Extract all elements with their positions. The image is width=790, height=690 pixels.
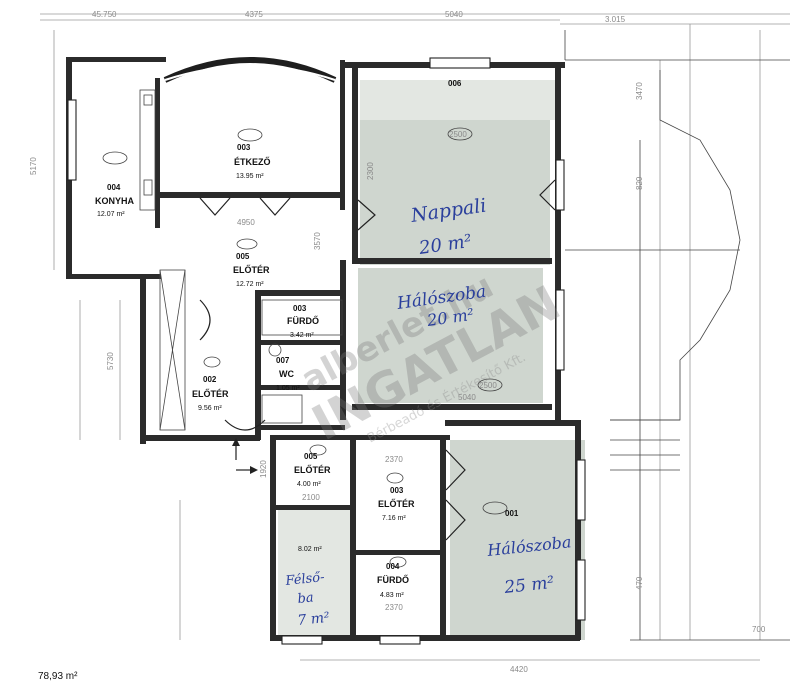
room-005b-number: 005 — [304, 452, 318, 461]
hand-galeria-1: Félső- — [284, 570, 325, 589]
dim-left-height: 5170 — [29, 157, 38, 175]
room-gallery-area: 8.02 m² — [298, 546, 322, 553]
room-002-area: 9.56 m² — [198, 405, 222, 412]
room-003-area: 13.95 m² — [236, 173, 264, 180]
dim-left-lower: 5730 — [106, 352, 115, 370]
room-001-number: 001 — [505, 509, 519, 518]
total-area: 78,93 m² — [38, 671, 78, 682]
room-004b-number: 004 — [386, 562, 400, 571]
room-003b-number: 003 — [293, 304, 307, 313]
room-004-number: 004 — [107, 183, 121, 192]
room-004b-area: 4.83 m² — [380, 592, 404, 599]
ceiling-markers — [102, 127, 508, 568]
room-007-number: 007 — [276, 356, 290, 365]
kitchen-fixtures — [139, 89, 343, 431]
dim-right-700: 700 — [752, 625, 766, 634]
dim-right-3470: 3470 — [635, 82, 644, 100]
windows — [67, 57, 586, 645]
room-003c-number: 003 — [390, 486, 404, 495]
room-005a-number: 005 — [236, 252, 250, 261]
dim-bot-2370: 2370 — [385, 603, 403, 612]
dim-right-470: 470 — [635, 576, 644, 590]
dim-right-820: 820 — [635, 176, 644, 190]
room-005b-name: ELŐTÉR — [294, 464, 331, 475]
room-002-number: 002 — [203, 375, 217, 384]
dimension-lines — [40, 13, 790, 661]
dim-mid-3570: 3570 — [313, 232, 322, 250]
room-003b-name: FÜRDŐ — [287, 315, 319, 326]
room-003c-area: 7.16 m² — [382, 515, 406, 522]
dim-mid-2370: 2370 — [385, 455, 403, 464]
terrace-outline — [564, 30, 790, 641]
dim-top-middle: 4375 — [245, 10, 263, 19]
dim-top-left: 45.750 — [92, 10, 117, 19]
dim-mid-2300: 2300 — [366, 162, 375, 180]
room-004-area: 12.07 m² — [97, 211, 125, 218]
room-004b-name: FÜRDŐ — [377, 574, 409, 585]
room-007-name: WC — [279, 369, 294, 379]
room-fills — [278, 80, 585, 640]
room-003-name: ÉTKEZŐ — [234, 156, 271, 167]
room-004-name: KONYHA — [95, 196, 135, 206]
doors — [199, 179, 556, 541]
dimension-labels: 45.750 4375 5040 3.015 5170 5730 4950 23… — [29, 10, 766, 674]
hand-galeria-3: 7 m² — [297, 610, 331, 629]
dim-bot-4420: 4420 — [510, 665, 528, 674]
room-005b-area: 4.00 m² — [297, 481, 321, 488]
dim-mid-1920: 1920 — [259, 460, 268, 478]
room-002-name: ELŐTÉR — [192, 388, 229, 399]
ceiling-height-1: 2500 — [449, 130, 467, 139]
room-003c-name: ELŐTÉR — [378, 498, 415, 509]
dim-mid-4950: 4950 — [237, 218, 255, 227]
ceiling-height-2: 2500 — [479, 381, 497, 390]
bay-window — [163, 57, 337, 83]
room-005a-area: 12.72 m² — [236, 281, 264, 288]
room-labels: 006 003 ÉTKEZŐ 13.95 m² 004 KONYHA 12.07… — [95, 79, 519, 599]
room-007-area: 1.05 m² — [276, 385, 300, 392]
room-003-number: 003 — [237, 143, 251, 152]
room-006-number: 006 — [448, 79, 462, 88]
hand-galeria-2: ba — [297, 590, 315, 607]
dim-mid-5040: 5040 — [458, 393, 476, 402]
room-005a-name: ELŐTÉR — [233, 264, 270, 275]
entry-arrow — [232, 438, 258, 474]
dim-mid-2100: 2100 — [302, 493, 320, 502]
dim-top-right: 5040 — [445, 10, 463, 19]
room-003b-area: 3.42 m² — [290, 332, 314, 339]
dim-top-far: 3.015 — [605, 15, 626, 24]
